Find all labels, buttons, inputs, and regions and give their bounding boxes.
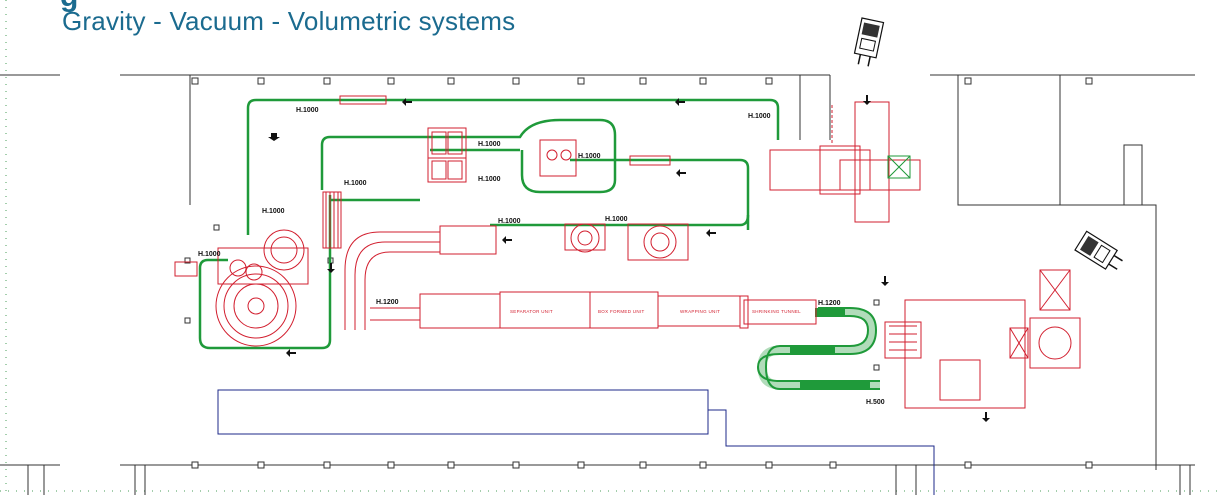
wrapping-unit-label: WRAPPING UNIT (680, 309, 720, 314)
storage-area-outline (217, 389, 935, 495)
separator-unit-label: SEPARATOR UNIT (510, 309, 553, 314)
height-label: H.1200 (376, 299, 399, 306)
height-label: H.500 (866, 399, 885, 406)
height-label: H.1000 (262, 208, 285, 215)
machinery (174, 95, 1081, 409)
shrinking-tunnel-label: SHRINKING TUNNEL (752, 309, 801, 314)
height-label: H.1000 (578, 153, 601, 160)
height-label: H.1000 (296, 107, 319, 114)
height-label: H.1000 (748, 113, 771, 120)
page-title: g (60, 0, 78, 12)
forklift-icon (1074, 230, 1123, 270)
height-label: H.1000 (605, 216, 628, 223)
conveyor-buffer-3 (800, 380, 870, 390)
box-formed-unit-label: BOX FORMED UNIT (598, 309, 645, 314)
height-label: H.1000 (198, 251, 221, 258)
conveyors (198, 98, 780, 350)
forklift-icon (853, 17, 885, 67)
height-label: H.1000 (498, 218, 521, 225)
conveyor-buffer-2 (790, 345, 835, 355)
building-walls (0, 74, 1195, 495)
conveyor-buffer-1 (815, 308, 845, 317)
height-label: H.1000 (344, 180, 367, 187)
height-label: H.1000 (478, 141, 501, 148)
page-subtitle: Gravity - Vacuum - Volumetric systems (62, 6, 516, 36)
height-label: H.1000 (478, 176, 501, 183)
building-columns (184, 77, 1093, 469)
flow-arrows (268, 95, 990, 422)
height-label: H.1200 (818, 300, 841, 307)
